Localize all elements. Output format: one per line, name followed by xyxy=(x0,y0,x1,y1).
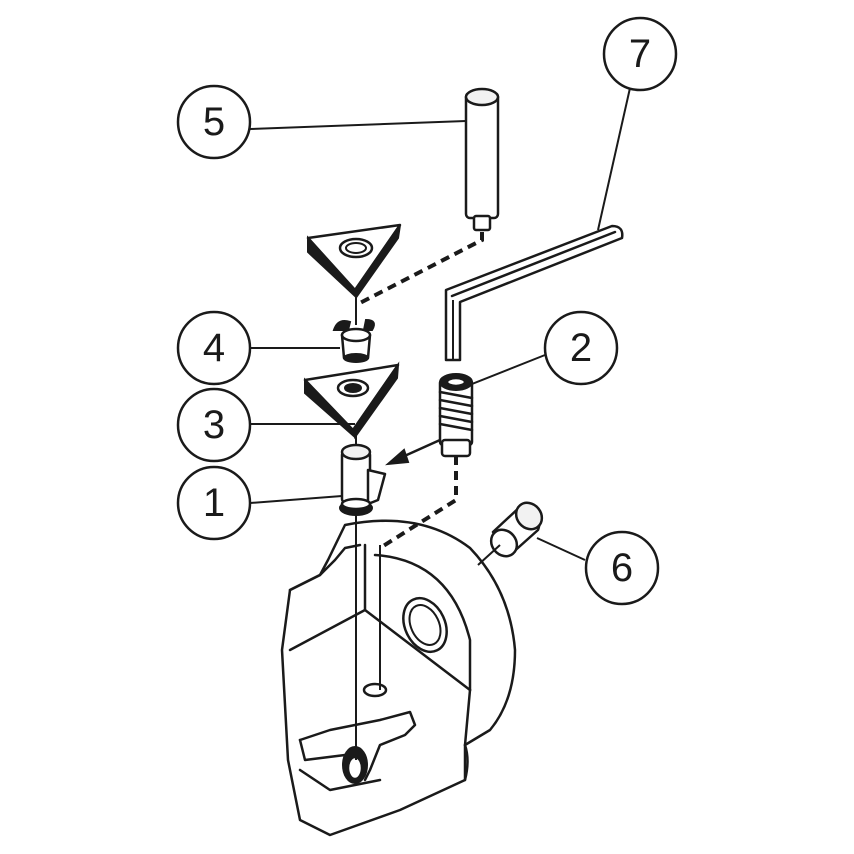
shim-pin-part xyxy=(339,443,387,516)
callout-1: 1 xyxy=(176,465,252,541)
lever-part xyxy=(332,318,375,363)
callout-7: 7 xyxy=(602,16,678,92)
leader-6-body xyxy=(477,544,501,566)
leader-6 xyxy=(536,537,586,561)
tool-holder-body xyxy=(280,519,517,837)
callout-3-label: 3 xyxy=(203,403,225,447)
callout-3: 3 xyxy=(176,387,252,463)
callout-5: 5 xyxy=(176,84,252,160)
callout-2-label: 2 xyxy=(570,326,592,370)
callout-2: 2 xyxy=(543,310,619,386)
leader-7 xyxy=(597,87,631,231)
plug-part xyxy=(489,501,544,558)
leader-2 xyxy=(471,354,546,385)
callout-6-label: 6 xyxy=(611,546,633,590)
shim-screw-part xyxy=(438,373,474,458)
shim-part xyxy=(303,361,400,441)
cutting-insert xyxy=(306,223,402,299)
leader-5 xyxy=(249,120,467,130)
leader-1 xyxy=(249,495,343,504)
callout-4: 4 xyxy=(176,310,252,386)
hex-key-part xyxy=(444,224,624,362)
callout-4-label: 4 xyxy=(203,326,225,370)
punch-part xyxy=(464,87,500,232)
callout-6: 6 xyxy=(584,530,660,606)
callout-5-label: 5 xyxy=(203,100,225,144)
callout-1-label: 1 xyxy=(203,481,225,525)
assembly-path-punch xyxy=(355,232,484,307)
assembly-arrow-head xyxy=(384,448,410,466)
callout-7-label: 7 xyxy=(629,32,651,76)
